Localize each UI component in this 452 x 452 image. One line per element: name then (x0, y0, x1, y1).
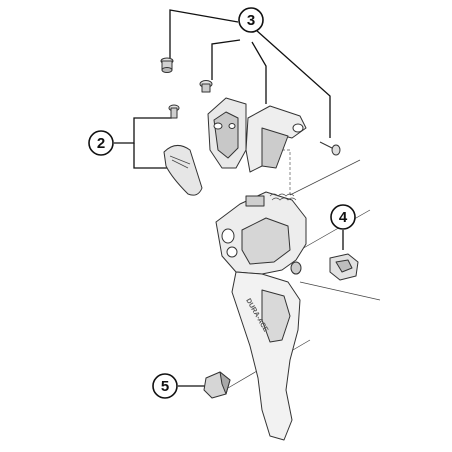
callout-3-leaders (169, 9, 331, 138)
callout-5: 5 (152, 373, 178, 399)
bracket-part (245, 105, 307, 173)
cover-screw-part (199, 80, 213, 93)
inner-cover-part (207, 97, 247, 169)
callout-5-label: 5 (161, 378, 169, 395)
callout-3-label: 3 (247, 12, 255, 29)
plate-screw-part (168, 104, 180, 119)
callout-4: 4 (330, 204, 356, 230)
callout-2-label: 2 (97, 135, 105, 152)
callout-2: 2 (88, 130, 114, 156)
callout-3: 3 (238, 7, 264, 33)
name-plate-part (163, 145, 203, 196)
main-body-part (215, 191, 307, 275)
brake-lever-part (231, 271, 301, 441)
bracket-screw-part (319, 141, 341, 156)
callout-4-label: 4 (339, 209, 348, 226)
callout-2-leaders (114, 117, 172, 169)
top-screw-part (160, 57, 174, 73)
end-cap-part (203, 371, 231, 399)
clip-part (329, 253, 359, 281)
